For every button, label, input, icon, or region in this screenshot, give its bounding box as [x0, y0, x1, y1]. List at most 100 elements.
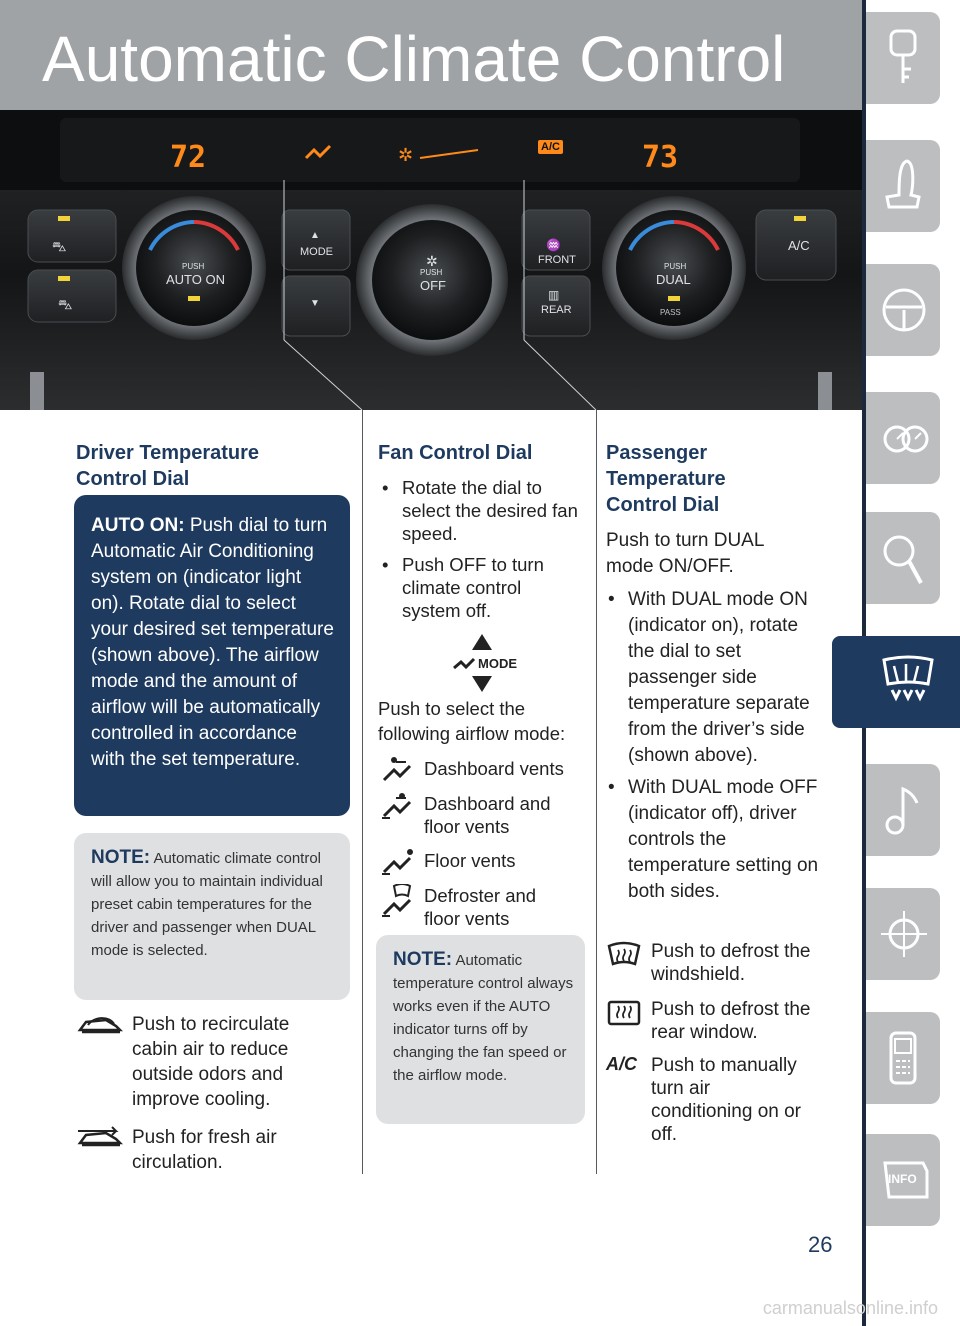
- rear-defrost-row: Push to defrost the rear window.: [606, 998, 822, 1044]
- phone-icon: [889, 1031, 917, 1085]
- info-tab-label: INFO: [888, 1172, 917, 1186]
- mode-label-defrost-floor: Defroster and floor vents: [424, 885, 537, 929]
- tab-gauges[interactable]: [866, 392, 940, 484]
- fresh-air-button-photo[interactable]: ⛍: [58, 296, 73, 312]
- info-icon: [883, 1161, 929, 1199]
- fresh-air-text: Push for fresh air circulation.: [132, 1127, 277, 1173]
- fan-heading: Fan Control Dial: [378, 442, 533, 464]
- seat-icon: [885, 159, 921, 209]
- fan-note-text: Automatic temperature control always wor…: [393, 952, 574, 1084]
- front-defrost-icon-photo: ♒: [546, 238, 561, 252]
- ac-text: Push to manually turn air conditioning o…: [651, 1055, 801, 1145]
- passenger-heading: Passenger Temperature Control Dial: [606, 442, 726, 516]
- driver-heading: Driver Temperature Control Dial: [76, 442, 260, 490]
- mode-up-arrow[interactable]: ▲: [310, 230, 320, 241]
- recirculate-icon: [77, 1017, 124, 1034]
- tab-seat[interactable]: [866, 140, 940, 232]
- column-divider-right: [596, 410, 597, 1174]
- climate-panel-photo: 72 73 A/C ✲ ⛍ ⛍ ▲ MODE ▼ ♒ FRONT ▥ REAR …: [0, 110, 862, 410]
- passenger-dial-push: PUSH: [664, 262, 687, 271]
- gauges-icon: [883, 425, 929, 453]
- recirculate-text: Push to recirculate cabin air to reduce …: [132, 1014, 290, 1110]
- rear-defrost-text: Push to defrost the rear window.: [651, 999, 811, 1043]
- mode-arrows-icon: [453, 634, 492, 692]
- display-left-temp: 72: [170, 140, 207, 175]
- key-icon: [889, 29, 917, 83]
- display-right-temp: 73: [642, 140, 679, 175]
- mode-row-dashboard: Dashboard vents: [380, 756, 590, 784]
- page-number: 26: [808, 1232, 833, 1257]
- compass-icon: [881, 911, 927, 957]
- page-title: Automatic Climate Control: [42, 23, 786, 95]
- tab-climate[interactable]: [832, 636, 960, 728]
- dashboard-floor-vents-icon: [382, 793, 412, 819]
- auto-on-label: AUTO ON:: [91, 515, 185, 536]
- fresh-air-row: Push for fresh air circulation.: [76, 1125, 346, 1175]
- steering-wheel-icon: [882, 288, 926, 332]
- auto-on-box: AUTO ON: Push dial to turn Automatic Air…: [74, 495, 350, 816]
- fan-bullet-2: Push OFF to turn climate control system …: [380, 553, 580, 622]
- tab-steering[interactable]: [866, 264, 940, 356]
- driver-dial-push: PUSH: [182, 262, 205, 271]
- mode-intro-text: Push to select the following airflow mod…: [378, 698, 566, 744]
- recirculate-button-photo[interactable]: ⛍: [52, 238, 67, 254]
- tab-phone[interactable]: [866, 1012, 940, 1104]
- mode-row-defrost-floor: Defroster and floor vents: [380, 884, 590, 930]
- watermark: carmanualsonline.info: [762, 1298, 938, 1318]
- front-defrost-label[interactable]: FRONT: [538, 254, 576, 266]
- rear-defrost-icon-photo: ▥: [548, 288, 560, 302]
- passenger-bullets: With DUAL mode ON (indicator on), rotate…: [606, 587, 820, 905]
- fan-bullets: Rotate the dial to select the desired fa…: [380, 476, 580, 622]
- display-ac-badge: A/C: [538, 140, 563, 154]
- fan-dial-label[interactable]: OFF: [420, 278, 446, 293]
- climate-icon: [882, 655, 934, 702]
- mode-button-label[interactable]: MODE: [300, 246, 333, 258]
- driver-note-label: NOTE:: [91, 847, 151, 868]
- tab-key[interactable]: [866, 12, 940, 104]
- tab-audio[interactable]: [866, 764, 940, 856]
- floor-vents-icon: [382, 849, 413, 875]
- front-defrost-row: Push to defrost the windshield.: [606, 940, 822, 986]
- fan-dial-icon: ✲: [426, 253, 438, 269]
- dashboard-vents-icon: [382, 757, 412, 782]
- ac-button-label[interactable]: A/C: [788, 238, 810, 253]
- rear-defrost-label[interactable]: REAR: [541, 304, 572, 316]
- mode-down-arrow[interactable]: ▼: [310, 298, 320, 309]
- driver-dial-label[interactable]: AUTO ON: [166, 272, 225, 287]
- mode-icon-label: MODE: [478, 656, 517, 671]
- auto-on-text: Push dial to turn Automatic Air Conditio…: [91, 515, 334, 770]
- fan-note-box: NOTE: Automatic temperature control alwa…: [376, 935, 585, 1124]
- fan-dial-push: PUSH: [420, 268, 443, 277]
- mode-label-floor: Floor vents: [424, 850, 516, 871]
- fresh-air-icon: [77, 1126, 124, 1147]
- fan-bullet-1: Rotate the dial to select the desired fa…: [380, 476, 580, 545]
- ac-icon: A/C: [606, 1054, 637, 1074]
- mode-label-dashboard: Dashboard vents: [424, 758, 564, 779]
- fan-display-icon: ✲: [398, 145, 414, 165]
- tab-info[interactable]: INFO: [866, 1134, 940, 1226]
- column-divider-left: [362, 410, 363, 1174]
- front-defrost-text: Push to defrost the windshield.: [651, 941, 811, 985]
- passenger-bullet-1: With DUAL mode ON (indicator on), rotate…: [606, 587, 820, 769]
- recirculate-row: Push to recirculate cabin air to reduce …: [76, 1012, 346, 1112]
- passenger-intro: Push to turn DUAL mode ON/OFF.: [606, 530, 764, 577]
- mode-button-icon: MODE: [450, 634, 520, 694]
- tab-search[interactable]: [866, 512, 940, 604]
- fan-note-label: NOTE:: [393, 949, 453, 970]
- rear-defrost-icon: [607, 1000, 641, 1026]
- mode-label-dash-floor: Dashboard and floor vents: [424, 793, 551, 837]
- title-banner: Automatic Climate Control: [0, 0, 862, 110]
- driver-note-text: Automatic climate control will allow you…: [91, 850, 323, 959]
- defroster-floor-vents-icon: [382, 884, 412, 917]
- music-note-icon: [885, 786, 919, 835]
- mode-row-floor: Floor vents: [380, 848, 590, 878]
- tab-navigation[interactable]: [866, 888, 940, 980]
- passenger-bullet-2: With DUAL mode OFF (indicator off), driv…: [606, 775, 820, 905]
- passenger-dial-sub: PASS: [660, 308, 681, 317]
- mode-row-dash-floor: Dashboard and floor vents: [380, 792, 590, 838]
- magnifier-icon: [883, 535, 923, 584]
- climate-panel-illustration: [0, 110, 862, 410]
- front-defrost-icon: [607, 941, 641, 966]
- driver-note-box: NOTE: Automatic climate control will all…: [74, 833, 350, 1000]
- passenger-dial-label[interactable]: DUAL: [656, 272, 691, 287]
